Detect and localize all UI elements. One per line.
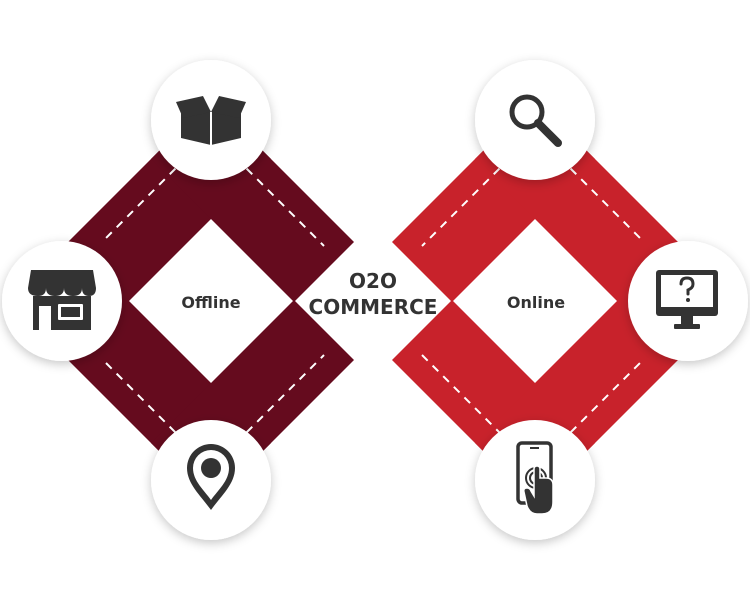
magnifier-icon [509, 94, 562, 147]
smartphone-tap-icon [516, 441, 554, 515]
offline-node-top [151, 60, 271, 180]
offline-dashed-paths [105, 157, 325, 444]
online-dash-bottom-left [421, 354, 511, 444]
monitor-question-icon [656, 270, 718, 329]
open-box-icon [176, 93, 246, 145]
center-title-line2: COMMERCE [309, 295, 438, 319]
storefront-icon [28, 270, 96, 330]
offline-dash-bottom-left [105, 362, 187, 444]
online-node-right [628, 241, 748, 361]
online-node-top-circle [475, 60, 595, 180]
offline-dash-top-left [105, 157, 187, 239]
offline-node-left [2, 241, 122, 361]
online-node-top [475, 60, 595, 180]
offline-node-bottom [151, 420, 271, 540]
offline-label: Offline [181, 293, 240, 312]
center-title-line1: O2O [349, 269, 397, 293]
online-label: Online [507, 293, 565, 312]
map-pin-icon [187, 444, 235, 510]
offline-dash-bottom-right [235, 354, 325, 444]
online-dash-bottom-right [559, 360, 643, 444]
online-node-bottom [475, 420, 595, 540]
online-dashed-paths [421, 157, 643, 444]
online-dash-top-right [559, 157, 643, 241]
offline-dash-top-right [235, 157, 325, 247]
online-dash-top-left [421, 157, 511, 247]
